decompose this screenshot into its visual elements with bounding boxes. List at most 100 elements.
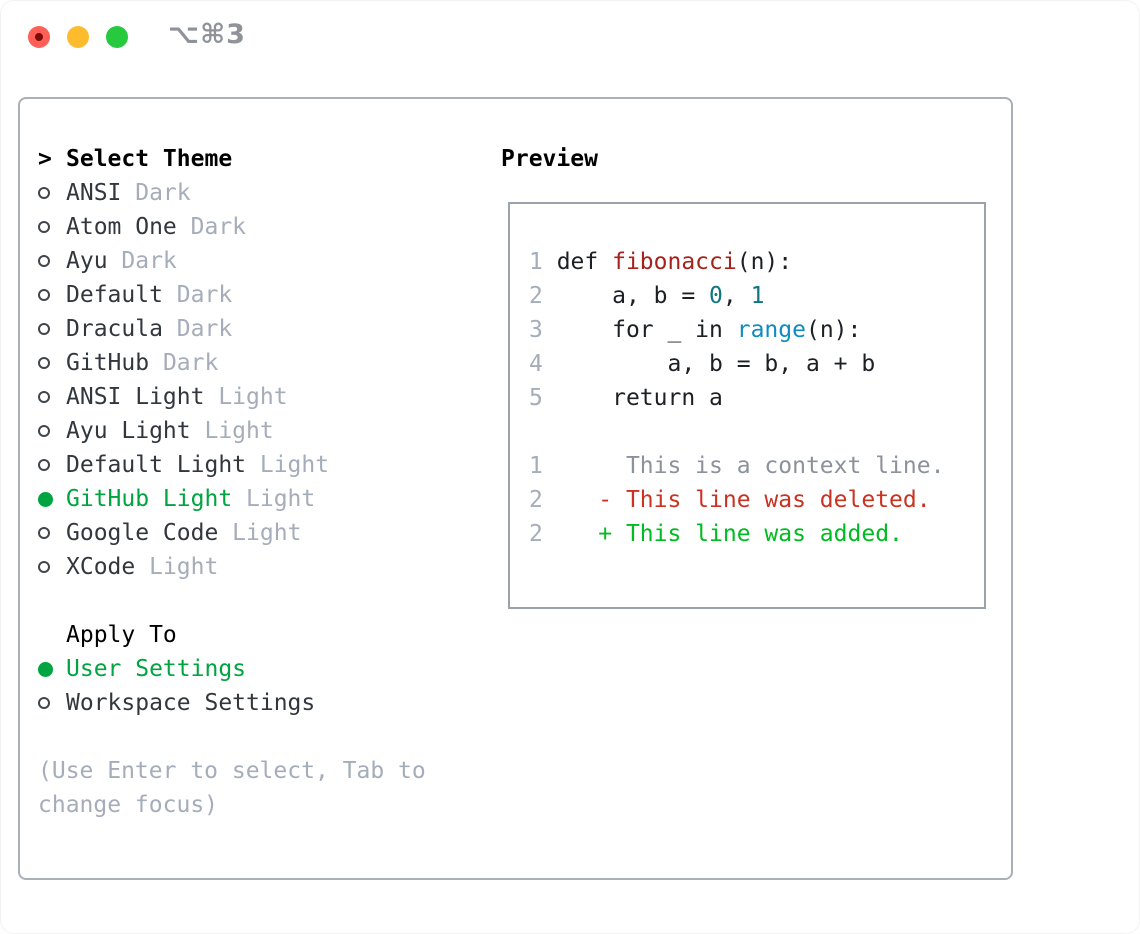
marker xyxy=(38,289,66,301)
theme-option-default-light[interactable]: Default Light Light xyxy=(38,448,498,482)
theme-variant: Light xyxy=(218,520,302,546)
theme-variant: Dark xyxy=(107,248,177,274)
theme-option-ansi-light[interactable]: ANSI Light Light xyxy=(38,380,498,414)
code-token: (n): xyxy=(805,317,862,343)
window-title: ⌥⌘3 xyxy=(168,19,246,50)
marker xyxy=(38,221,66,233)
code-line: 2 + This line was added. xyxy=(529,517,984,551)
theme-option-default[interactable]: Default Dark xyxy=(38,278,498,312)
code-token: 1 xyxy=(529,249,557,275)
unsaved-dot-icon xyxy=(35,33,43,41)
theme-option-atom-one[interactable]: Atom One Dark xyxy=(38,210,498,244)
apply-to-header: Apply To xyxy=(38,618,498,652)
code-line: 5 return a xyxy=(529,381,984,415)
theme-variant: Light xyxy=(204,384,288,410)
minimize-button[interactable] xyxy=(67,26,89,48)
theme-option-ansi[interactable]: ANSI Dark xyxy=(38,176,498,210)
code-token: 1 xyxy=(750,283,765,309)
marker xyxy=(38,697,66,709)
theme-name: Google Code xyxy=(66,520,219,546)
spacer xyxy=(38,584,498,618)
marker xyxy=(38,425,66,437)
apply-option-label: User Settings xyxy=(66,656,247,682)
radio-icon xyxy=(38,425,50,437)
theme-option-xcode[interactable]: XCode Light xyxy=(38,550,498,584)
code-line xyxy=(529,415,984,449)
code-token: fibonacci xyxy=(612,249,737,275)
theme-name: Ayu Light xyxy=(66,418,191,444)
code-token: 2 xyxy=(529,487,557,513)
radio-selected-icon xyxy=(38,491,53,507)
marker xyxy=(38,527,66,539)
marker xyxy=(38,187,66,199)
marker xyxy=(38,357,66,369)
theme-name: Atom One xyxy=(66,214,177,240)
close-button[interactable] xyxy=(28,26,50,48)
theme-variant: Light xyxy=(246,452,330,478)
apply-option-workspace-settings[interactable]: Workspace Settings xyxy=(38,686,498,720)
code-token: 0 xyxy=(709,283,723,309)
code-token: def xyxy=(556,249,613,275)
theme-variant: Dark xyxy=(176,214,247,240)
theme-variant: Light xyxy=(232,486,316,512)
code-token: for _ in xyxy=(556,317,737,343)
radio-icon xyxy=(38,221,50,233)
code-line: 2 a, b = 0, 1 xyxy=(529,279,984,313)
radio-icon xyxy=(38,289,50,301)
theme-variant: Dark xyxy=(121,180,191,206)
theme-name: Default Light xyxy=(66,452,247,478)
code-token: 2 xyxy=(529,521,557,547)
maximize-button[interactable] xyxy=(106,26,128,48)
preview-title: Preview xyxy=(501,146,598,172)
theme-option-github[interactable]: GitHub Dark xyxy=(38,346,498,380)
theme-option-ayu[interactable]: Ayu Dark xyxy=(38,244,498,278)
code-line: 4 a, b = b, a + b xyxy=(529,347,984,381)
code-line: 2 - This line was deleted. xyxy=(529,483,984,517)
radio-icon xyxy=(38,187,50,199)
apply-to-title: Apply To xyxy=(66,622,177,648)
theme-name: GitHub Light xyxy=(66,486,233,512)
radio-selected-icon xyxy=(38,661,53,677)
theme-option-ayu-light[interactable]: Ayu Light Light xyxy=(38,414,498,448)
code-token: (n): xyxy=(736,249,793,275)
hint-text-line-2: change focus) xyxy=(38,792,219,818)
select-theme-header: > Select Theme xyxy=(38,142,498,176)
code-line: 3 for _ in range(n): xyxy=(529,313,984,347)
marker xyxy=(38,561,66,573)
theme-variant: Light xyxy=(135,554,219,580)
code-token: + This line was added. xyxy=(556,521,903,547)
code-token: This is a context line. xyxy=(556,453,945,479)
code-token: a, b = xyxy=(556,283,710,309)
radio-icon xyxy=(38,697,50,709)
radio-icon xyxy=(38,561,50,573)
spacer xyxy=(38,720,498,754)
theme-variant: Dark xyxy=(162,282,233,308)
theme-option-github-light[interactable]: GitHub Light Light xyxy=(38,482,498,516)
radio-icon xyxy=(38,459,50,471)
theme-name: GitHub xyxy=(66,350,150,376)
code-token: 5 xyxy=(529,385,557,411)
theme-option-google-code[interactable]: Google Code Light xyxy=(38,516,498,550)
hint-text-line-1: (Use Enter to select, Tab to xyxy=(38,758,426,784)
marker xyxy=(38,459,66,471)
radio-icon xyxy=(38,391,50,403)
prompt-icon: > xyxy=(38,146,52,172)
theme-name: Default xyxy=(66,282,163,308)
code-token: - This line was deleted. xyxy=(556,487,931,513)
theme-option-dracula[interactable]: Dracula Dark xyxy=(38,312,498,346)
radio-icon xyxy=(38,255,50,267)
apply-option-user-settings[interactable]: User Settings xyxy=(38,652,498,686)
marker xyxy=(38,491,66,507)
code-token: 4 xyxy=(529,351,557,377)
code-line: 1 This is a context line. xyxy=(529,449,984,483)
apply-option-label: Workspace Settings xyxy=(66,690,316,716)
theme-name: ANSI xyxy=(66,180,122,206)
code-token: 3 xyxy=(529,317,557,343)
select-theme-title: Select Theme xyxy=(66,146,233,172)
